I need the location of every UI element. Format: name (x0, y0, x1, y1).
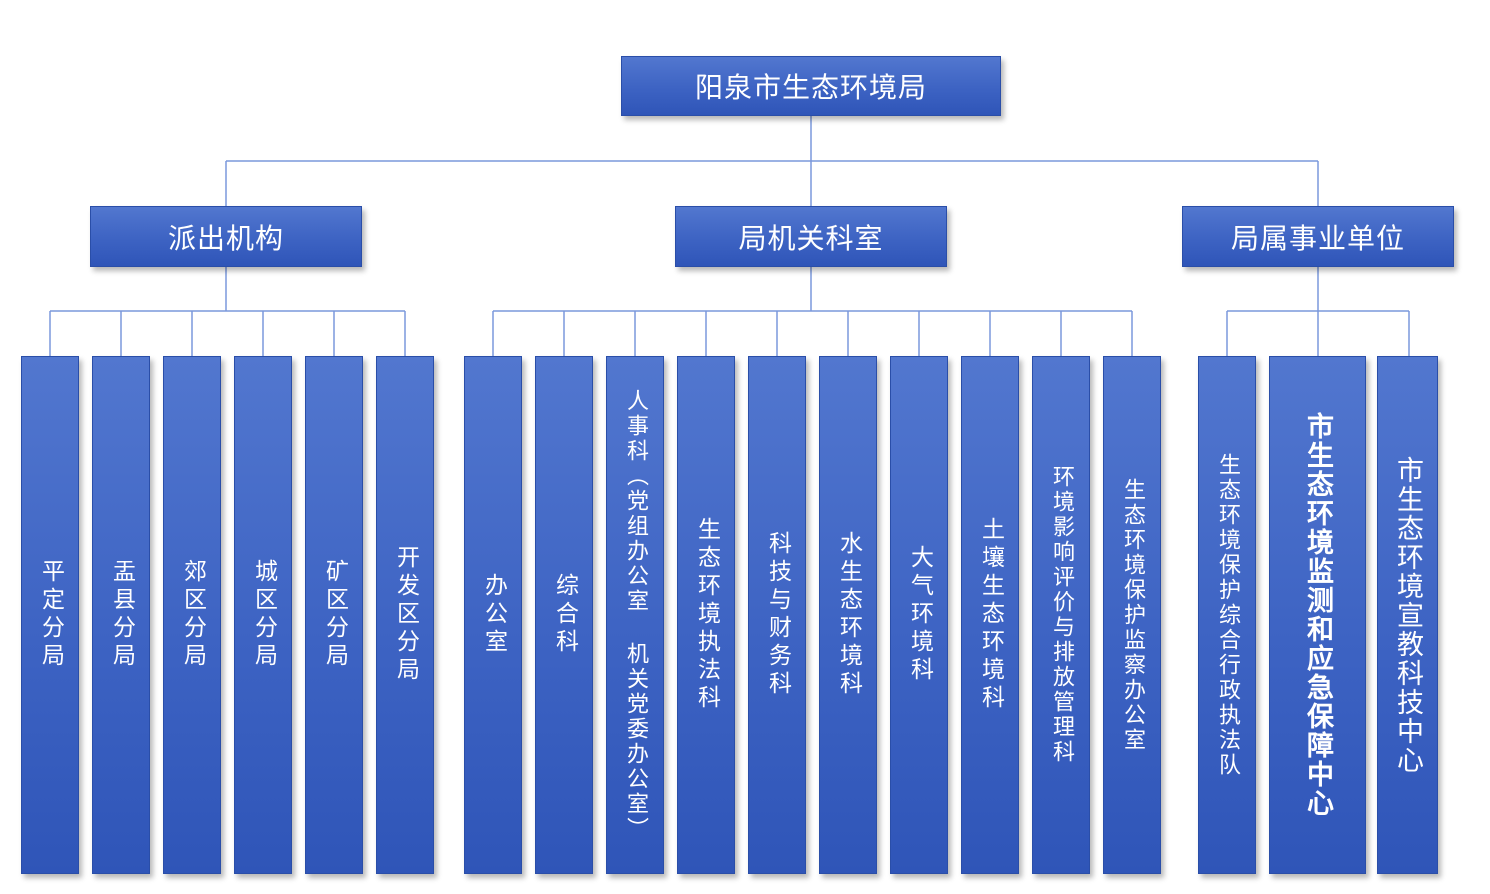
leaf-node: 盂县分局 (92, 356, 150, 874)
leaf-label: 矿区分局 (321, 559, 348, 671)
group-node-offices: 局机关科室 (675, 206, 947, 267)
leaf-label: 综合科 (551, 573, 578, 657)
leaf-label: 办公室 (480, 573, 507, 657)
leaf-node: 土壤生态环境科 (961, 356, 1019, 874)
leaf-node: 办公室 (464, 356, 522, 874)
leaf-label: 生态环境执法科 (693, 517, 720, 713)
leaf-node: 生态环境保护监察办公室 (1103, 356, 1161, 874)
leaf-label: 科技与财务科 (764, 531, 791, 699)
leaf-label: 城区分局 (250, 559, 277, 671)
leaf-label: 土壤生态环境科 (977, 517, 1004, 713)
group-node-institutions: 局属事业单位 (1182, 206, 1454, 267)
leaf-node: 矿区分局 (305, 356, 363, 874)
leaf-node: 人事科（党组办公室 机关党委办公室） (606, 356, 664, 874)
root-node: 阳泉市生态环境局 (621, 56, 1001, 116)
leaf-label: 市生态环境宣教科技中心 (1392, 455, 1423, 775)
leaf-node: 开发区分局 (376, 356, 434, 874)
leaf-label: 环境影响评价与排放管理科 (1049, 465, 1074, 765)
group-label: 局机关科室 (738, 221, 884, 255)
leaf-node: 综合科 (535, 356, 593, 874)
leaf-node: 环境影响评价与排放管理科 (1032, 356, 1090, 874)
group-node-dispatched: 派出机构 (90, 206, 362, 267)
group-label: 局属事业单位 (1230, 221, 1405, 255)
leaf-label: 市生态环境监测和应急保障中心 (1302, 412, 1333, 818)
leaf-label: 生态环境保护监察办公室 (1120, 477, 1145, 753)
leaf-node: 水生态环境科 (819, 356, 877, 874)
leaf-node: 生态环境保护综合行政执法队 (1198, 356, 1256, 874)
leaf-label: 平定分局 (37, 559, 64, 671)
leaf-node: 城区分局 (234, 356, 292, 874)
leaf-node: 平定分局 (21, 356, 79, 874)
group-label: 派出机构 (167, 221, 284, 255)
leaf-node: 郊区分局 (163, 356, 221, 874)
leaf-label: 盂县分局 (108, 559, 135, 671)
leaf-label: 生态环境保护综合行政执法队 (1215, 452, 1240, 778)
leaf-label: 郊区分局 (179, 559, 206, 671)
root-label: 阳泉市生态环境局 (694, 71, 927, 104)
leaf-label: 水生态环境科 (835, 531, 862, 699)
leaf-node: 科技与财务科 (748, 356, 806, 874)
leaf-node: 大气环境科 (890, 356, 948, 874)
leaf-label: 大气环境科 (906, 545, 933, 685)
leaf-node: 市生态环境监测和应急保障中心 (1269, 356, 1366, 874)
leaf-node: 生态环境执法科 (677, 356, 735, 874)
leaf-label: 人事科（党组办公室 机关党委办公室） (623, 388, 648, 842)
leaf-node: 市生态环境宣教科技中心 (1377, 356, 1438, 874)
leaf-label: 开发区分局 (392, 545, 419, 685)
